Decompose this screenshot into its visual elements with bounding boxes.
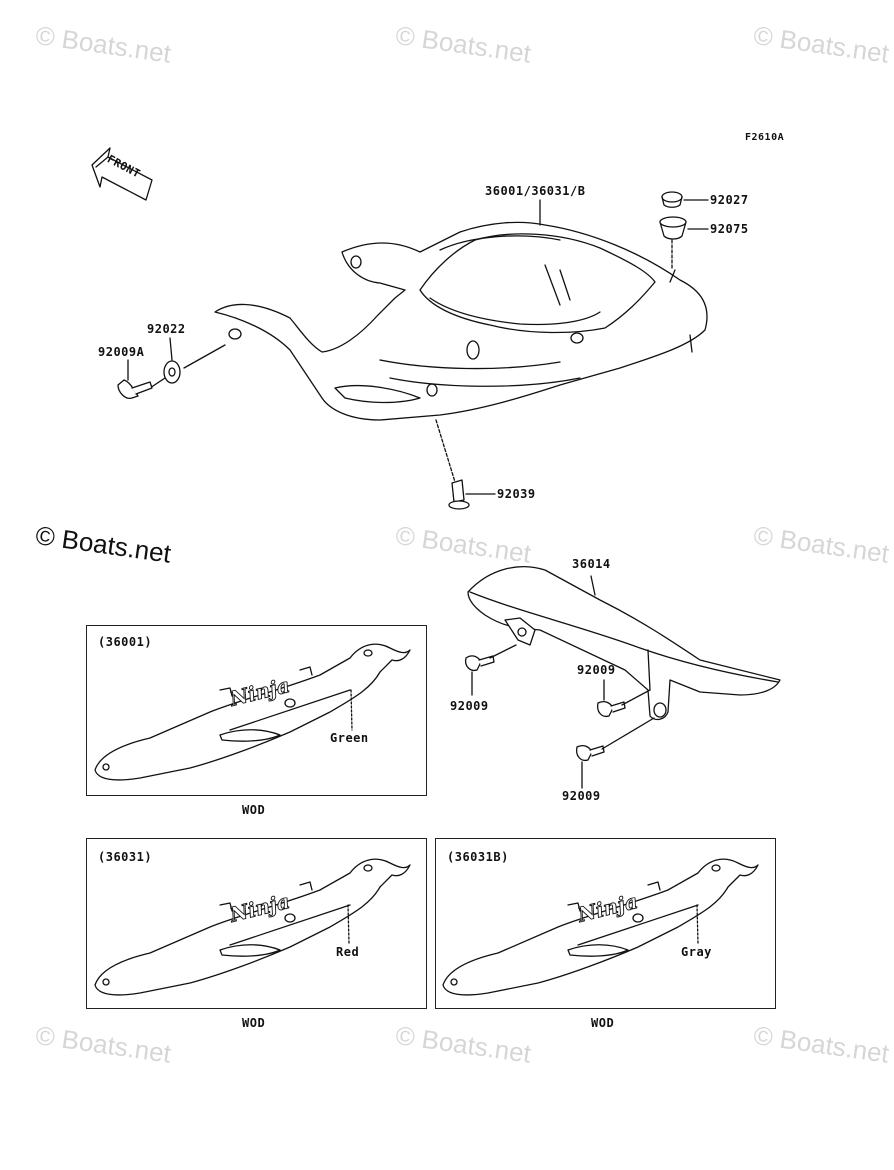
variant-color: Green — [330, 731, 369, 745]
variant-color: Gray — [681, 945, 712, 959]
part-92027-drawing — [661, 191, 709, 208]
variant-code: (36001) — [98, 635, 153, 649]
part-label-92075: 92075 — [710, 222, 749, 236]
part-label-92009: 92009 — [450, 699, 489, 713]
part-label-92009: 92009 — [577, 663, 616, 677]
part-label-36014: 36014 — [572, 557, 611, 571]
variant-code: (36031) — [98, 850, 153, 864]
variant-caption: WOD — [591, 1016, 615, 1030]
variant-color: Red — [336, 945, 360, 959]
part-label-92027: 92027 — [710, 193, 749, 207]
part-92039-drawing — [448, 479, 496, 510]
variant-caption: WOD — [242, 803, 266, 817]
front-arrow-icon — [91, 147, 153, 201]
variant-code: (36031B) — [447, 850, 509, 864]
chain-cover-drawing — [464, 566, 781, 789]
part-label-92039: 92039 — [497, 487, 536, 501]
part-label-92009A: 92009A — [98, 345, 145, 359]
diagram-code: F2610A — [745, 132, 785, 143]
variant-1-cover-drawing — [94, 643, 411, 781]
variant-box-36031 — [86, 838, 427, 1009]
part-label-92009: 92009 — [562, 789, 601, 803]
part-92075-drawing — [659, 216, 709, 240]
tail-cover-drawing — [149, 199, 708, 483]
part-92022-drawing — [163, 337, 181, 384]
variant-2-cover-drawing — [94, 858, 411, 996]
part-label-92022: 92022 — [147, 322, 186, 336]
variant-caption: WOD — [242, 1016, 266, 1030]
part-label-main-cover: 36001/36031/B — [485, 184, 586, 198]
part-92009A-drawing — [117, 359, 153, 399]
variant-box-36001 — [86, 625, 427, 796]
variant-3-cover-drawing — [442, 858, 759, 996]
variant-box-36031B — [435, 838, 776, 1009]
